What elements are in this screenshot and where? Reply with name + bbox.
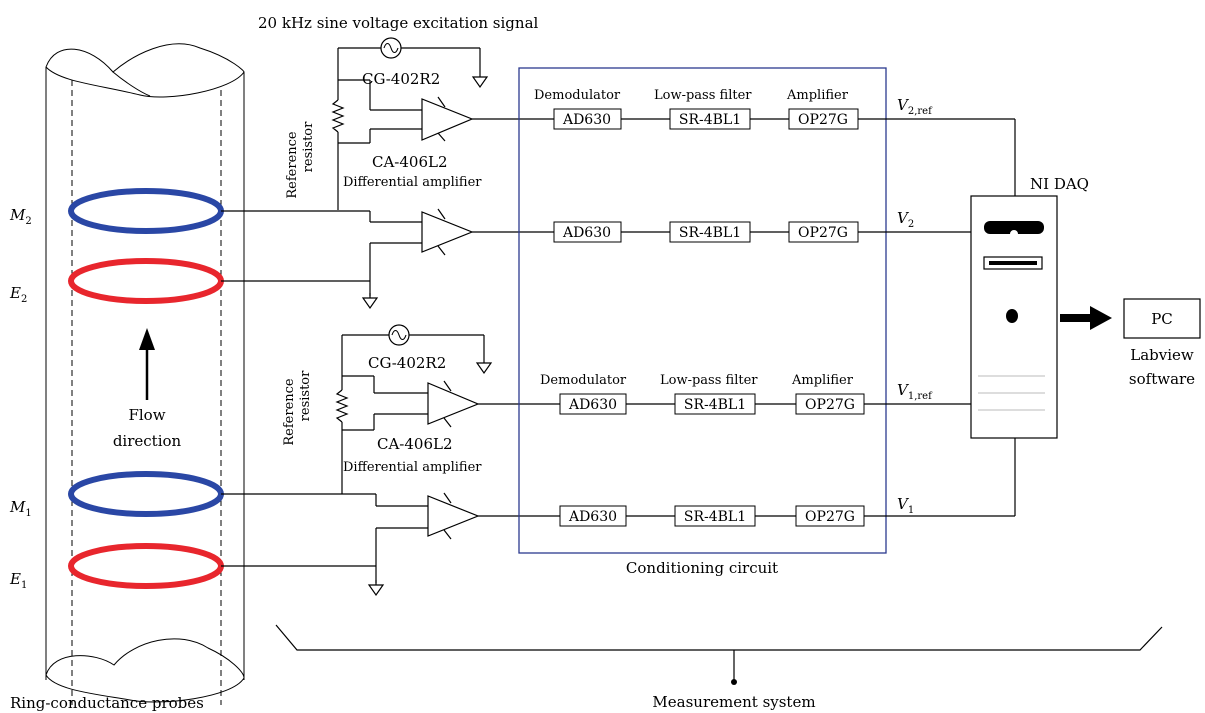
signal-label-v1ref: V1,ref	[897, 381, 933, 402]
m1-ring	[68, 471, 224, 517]
e1-ring	[68, 543, 224, 589]
chain-v1ref: AD630 SR-4BL1 OP27G	[559, 393, 971, 415]
low-pass-filter-label: SR-4BL1	[679, 225, 741, 241]
header-amplifier: Amplifier	[786, 88, 849, 103]
amplifier-label: OP27G	[798, 112, 848, 128]
demodulator-box	[553, 221, 622, 243]
upper-amp-model-label: CA-406L2	[372, 153, 448, 171]
daq-power-icon	[1006, 309, 1018, 323]
upper-diff-amp-label: Differential amplifier	[343, 175, 482, 190]
flow-arrow	[139, 328, 155, 400]
header-low-pass-filter: Low-pass filter	[660, 373, 758, 388]
amplifier-label: OP27G	[798, 225, 848, 241]
pc-box	[1123, 298, 1201, 339]
amplifier-box	[788, 108, 859, 130]
amplifier-box	[795, 393, 865, 415]
header-low-pass-filter: Low-pass filter	[654, 88, 752, 103]
ground-icon	[472, 71, 488, 88]
low-pass-filter-label: SR-4BL1	[684, 397, 746, 413]
conditioning-caption: Conditioning circuit	[626, 559, 778, 577]
upper-generator-label: CG-402R2	[362, 70, 440, 88]
flow-label-line2: direction	[113, 432, 182, 450]
demodulator-box	[559, 505, 627, 527]
demodulator-label: AD630	[562, 225, 611, 241]
low-pass-filter-box	[669, 108, 751, 130]
chain-v1: AD630 SR-4BL1 OP27G	[559, 438, 1016, 527]
sine-source-icon	[380, 37, 402, 59]
probe-label-m2: M2	[9, 206, 32, 227]
lower-generator-label: CG-402R2	[368, 354, 446, 372]
chain-v2: AD630 SR-4BL1 OP27G	[553, 221, 971, 243]
amplifier-label: OP27G	[805, 397, 855, 413]
probe-label-m1: M1	[9, 498, 32, 519]
signal-label-v1: V1	[897, 495, 914, 516]
daq-slot-icon	[984, 221, 1044, 234]
ground-icon	[362, 292, 378, 309]
header-demodulator: Demodulator	[540, 373, 627, 388]
sine-source-icon	[388, 324, 410, 346]
ni-daq-label: NI DAQ	[1030, 175, 1089, 193]
demodulator-label: AD630	[568, 397, 617, 413]
header-amplifier: Amplifier	[791, 373, 854, 388]
low-pass-filter-box	[674, 393, 756, 415]
upper-frontend-wiring	[221, 47, 554, 296]
probe-label-e1: E1	[9, 570, 27, 591]
low-pass-filter-label: SR-4BL1	[679, 112, 741, 128]
low-pass-filter-box	[674, 505, 756, 527]
lower-ref-label-line2: resistor	[298, 370, 313, 421]
flow-label-line1: Flow	[128, 406, 165, 424]
signal-label-v2: V2	[897, 209, 914, 230]
probes-caption: Ring-conductance probes	[10, 694, 204, 712]
measurement-system-label: Measurement system	[652, 693, 815, 711]
measurement-system-brace	[275, 624, 1163, 685]
pc-software-line1: Labview	[1130, 346, 1194, 364]
pc-label: PC	[1151, 310, 1173, 328]
e2-ring	[68, 258, 224, 304]
upper-ref-label-line2: resistor	[301, 121, 316, 172]
lower-amp-model-label: CA-406L2	[377, 435, 453, 453]
demodulator-box	[559, 393, 627, 415]
lower-frontend-wiring	[221, 334, 560, 583]
low-pass-filter-label: SR-4BL1	[684, 509, 746, 525]
probe-label-e2: E2	[9, 284, 27, 305]
amplifier-box	[795, 505, 865, 527]
ground-icon	[476, 357, 492, 374]
signal-label-v2ref: V2,ref	[897, 96, 933, 117]
conditioning-circuit-frame	[518, 67, 887, 554]
amplifier-label: OP27G	[805, 509, 855, 525]
chain-v2ref: AD630 SR-4BL1 OP27G	[553, 108, 1016, 196]
arrow-right-icon	[1060, 306, 1112, 330]
m2-ring	[68, 188, 224, 234]
low-pass-filter-box	[669, 221, 751, 243]
excitation-title: 20 kHz sine voltage excitation signal	[258, 14, 539, 32]
upper-ref-label-line1: Reference	[285, 131, 300, 199]
lower-diff-amp-label: Differential amplifier	[343, 460, 482, 475]
amplifier-box	[788, 221, 859, 243]
demodulator-box	[553, 108, 622, 130]
demodulator-label: AD630	[562, 112, 611, 128]
lower-ref-label-line1: Reference	[282, 378, 297, 446]
pc-software-line2: software	[1129, 370, 1195, 388]
header-demodulator: Demodulator	[534, 88, 621, 103]
ni-daq-unit	[970, 195, 1058, 439]
ground-icon	[368, 579, 384, 596]
demodulator-label: AD630	[568, 509, 617, 525]
pipe	[45, 43, 245, 705]
